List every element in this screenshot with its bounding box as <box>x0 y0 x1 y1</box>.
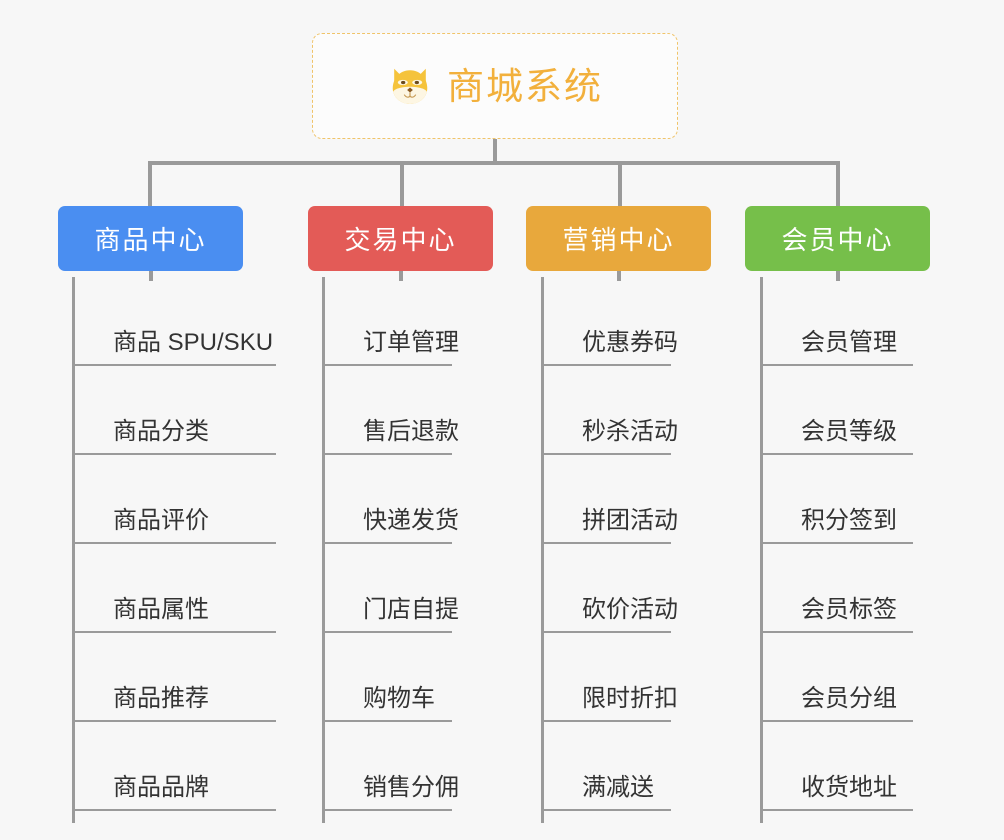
leaf-item[interactable]: 优惠券码 <box>541 277 678 366</box>
leaf-item[interactable]: 限时折扣 <box>541 633 678 722</box>
leaf-item-label: 商品推荐 <box>113 685 209 712</box>
leaf-item-label: 满减送 <box>582 774 654 801</box>
root-node-card[interactable]: 商城系统 <box>312 33 678 139</box>
leaf-item-label: 积分签到 <box>801 507 897 534</box>
category-box-member-center[interactable]: 会员中心 <box>745 206 930 271</box>
leaf-item[interactable]: 快递发货 <box>322 455 459 544</box>
leaf-item[interactable]: 商品 SPU/SKU <box>72 277 276 366</box>
leaf-item[interactable]: 销售分佣 <box>322 722 459 811</box>
leaf-item[interactable]: 商品分类 <box>72 366 276 455</box>
leaf-item[interactable]: 售后退款 <box>322 366 459 455</box>
leaf-item-label: 限时折扣 <box>582 685 678 712</box>
category-label: 营销中心 <box>562 225 675 255</box>
connector-stem-4 <box>836 271 840 281</box>
leaf-item-label: 砍价活动 <box>582 596 678 623</box>
category-label: 会员中心 <box>781 225 894 255</box>
connector-stem-3 <box>617 271 621 281</box>
connector-stem-2 <box>399 271 403 281</box>
leaf-item[interactable]: 积分签到 <box>760 455 913 544</box>
leaf-item-label: 售后退款 <box>363 418 459 445</box>
leaf-item-label: 拼团活动 <box>582 507 678 534</box>
leaf-item-label: 会员标签 <box>801 596 897 623</box>
leaf-item[interactable]: 商品推荐 <box>72 633 276 722</box>
leaf-item[interactable]: 会员管理 <box>760 277 913 366</box>
category-label: 交易中心 <box>344 225 457 255</box>
leaf-column-trade-center: 订单管理售后退款快递发货门店自提购物车销售分佣 <box>322 277 459 823</box>
leaf-item[interactable]: 购物车 <box>322 633 452 722</box>
connector-drop-1 <box>148 161 152 207</box>
leaf-column-member-center: 会员管理会员等级积分签到会员标签会员分组收货地址 <box>760 277 913 823</box>
connector-stem-1 <box>149 271 153 281</box>
category-box-trade-center[interactable]: 交易中心 <box>308 206 493 271</box>
page-title: 商城系统 <box>447 65 603 107</box>
connector-drop-4 <box>836 161 840 207</box>
leaf-item[interactable]: 商品评价 <box>72 455 276 544</box>
leaf-item-label: 门店自提 <box>363 596 459 623</box>
leaf-item[interactable]: 订单管理 <box>322 277 459 366</box>
leaf-item-label: 订单管理 <box>363 329 459 356</box>
leaf-item-label: 商品评价 <box>113 507 209 534</box>
leaf-item[interactable]: 满减送 <box>541 722 671 811</box>
connector-root-stem <box>493 139 497 164</box>
leaf-trunk-line <box>322 277 325 823</box>
leaf-item-label: 销售分佣 <box>363 774 459 801</box>
leaf-item[interactable]: 门店自提 <box>322 544 459 633</box>
leaf-item[interactable]: 商品品牌 <box>72 722 276 811</box>
leaf-trunk-line <box>541 277 544 823</box>
leaf-item-label: 商品分类 <box>113 418 209 445</box>
leaf-item-label: 快递发货 <box>363 507 459 534</box>
leaf-item[interactable]: 会员标签 <box>760 544 913 633</box>
connector-drop-2 <box>400 161 404 207</box>
leaf-item-label: 秒杀活动 <box>582 418 678 445</box>
leaf-item[interactable]: 拼团活动 <box>541 455 678 544</box>
leaf-item[interactable]: 会员分组 <box>760 633 913 722</box>
category-box-marketing-center[interactable]: 营销中心 <box>526 206 711 271</box>
leaf-item[interactable]: 商品属性 <box>72 544 276 633</box>
connector-drop-3 <box>618 161 622 207</box>
category-label: 商品中心 <box>94 225 207 255</box>
leaf-column-product-center: 商品 SPU/SKU 商品分类商品评价商品属性商品推荐商品品牌 <box>72 277 276 823</box>
leaf-item-label: 优惠券码 <box>582 329 678 356</box>
leaf-item[interactable]: 砍价活动 <box>541 544 678 633</box>
leaf-item[interactable]: 会员等级 <box>760 366 913 455</box>
leaf-item-label: 会员管理 <box>801 329 897 356</box>
shiba-dog-icon <box>392 68 428 104</box>
leaf-trunk-line <box>760 277 763 823</box>
leaf-item-label: 收货地址 <box>801 774 897 801</box>
leaf-trunk-line <box>72 277 75 823</box>
leaf-item-label: 商品属性 <box>113 596 209 623</box>
leaf-item-label: 商品 SPU/SKU <box>113 329 274 356</box>
leaf-item-label: 商品品牌 <box>113 774 209 801</box>
category-box-product-center[interactable]: 商品中心 <box>58 206 243 271</box>
leaf-item[interactable]: 收货地址 <box>760 722 913 811</box>
leaf-item-label: 购物车 <box>363 685 435 712</box>
leaf-item-label: 会员分组 <box>801 685 897 712</box>
leaf-item-label: 会员等级 <box>801 418 897 445</box>
connector-horizontal-bus <box>148 161 840 165</box>
leaf-item[interactable]: 秒杀活动 <box>541 366 678 455</box>
leaf-column-marketing-center: 优惠券码秒杀活动拼团活动砍价活动限时折扣满减送 <box>541 277 678 823</box>
